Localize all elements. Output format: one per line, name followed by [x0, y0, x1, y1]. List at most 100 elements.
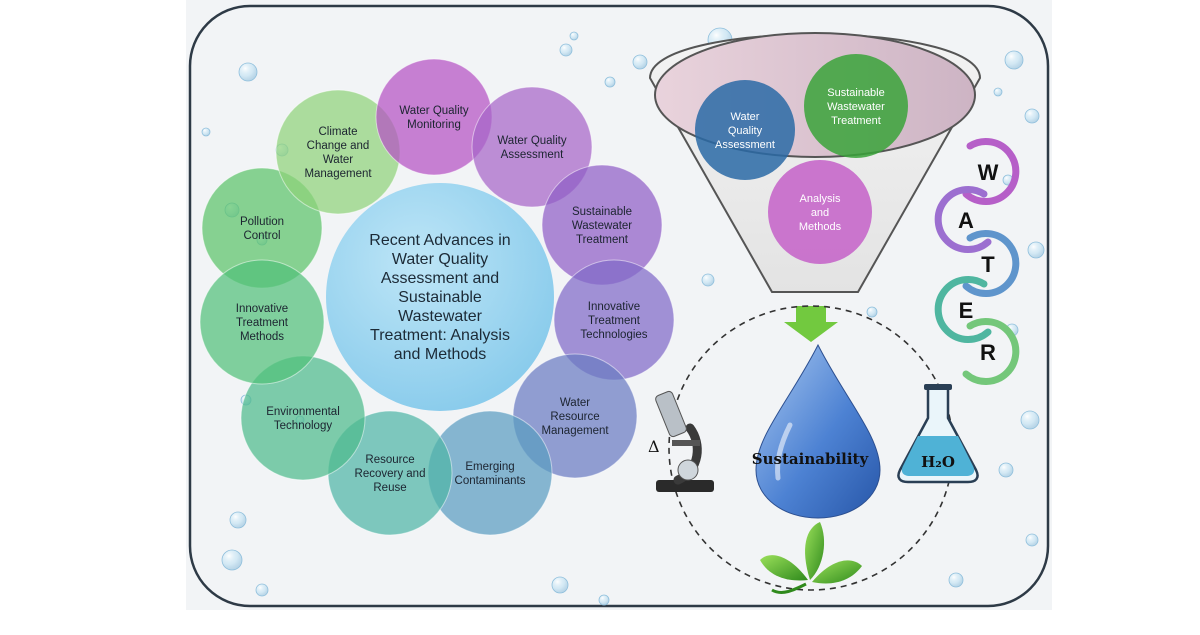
center-title-line: Water Quality	[392, 251, 488, 268]
cycle-arc	[962, 138, 1020, 205]
funnel-label-line: Treatment	[831, 115, 881, 127]
center-title-line: Wastewater	[398, 308, 483, 325]
funnel-label-line: Wastewater	[827, 101, 885, 113]
water-droplet	[632, 54, 648, 70]
topic-label-line: Sustainable	[572, 206, 632, 218]
topic-label-line: Contaminants	[455, 475, 526, 487]
funnel-circle	[768, 160, 872, 264]
water-droplet	[993, 87, 1003, 97]
center-title-line: and Methods	[394, 346, 487, 363]
leaf-sprout-icon	[760, 522, 862, 594]
water-droplet	[948, 572, 964, 588]
topic-label-line: Treatment	[576, 234, 629, 246]
microscope-icon: Δ	[648, 390, 714, 492]
topic-label-line: Pollution	[240, 216, 284, 228]
center-title-line: Assessment and	[381, 270, 499, 287]
funnel-label-line: Quality	[728, 125, 763, 137]
topic-label-line: Water	[323, 154, 353, 166]
funnel-label-line: Assessment	[715, 139, 775, 151]
water-droplet	[1024, 108, 1040, 124]
topic-label-line: Treatment	[588, 315, 641, 327]
down-arrow-icon	[784, 306, 838, 342]
topic-circle	[199, 259, 325, 385]
water-droplet	[255, 583, 269, 597]
water-droplet	[604, 76, 616, 88]
topic-label-line: Recovery and	[355, 468, 426, 480]
rounded-frame	[188, 4, 1050, 608]
topic-label-line: Environmental	[266, 406, 340, 418]
topic-circle	[471, 86, 593, 208]
water-droplet	[229, 511, 247, 529]
water-letter: E	[959, 298, 974, 323]
topic-label-line: Methods	[240, 331, 284, 343]
cycle-arc	[962, 230, 1020, 297]
topic-label-line: Management	[541, 425, 609, 437]
water-letter: T	[981, 252, 995, 277]
topic-label-line: Innovative	[588, 301, 640, 313]
drop-highlight	[775, 422, 793, 481]
funnel-label-line: Methods	[799, 221, 842, 233]
flask-label: H₂O	[921, 453, 955, 471]
topic-label-line: Innovative	[236, 303, 288, 315]
funnel-circle	[804, 54, 908, 158]
topic-label-line: Resource	[550, 411, 599, 423]
center-title-line: Recent Advances in	[369, 232, 510, 249]
topic-label-line: Water Quality	[497, 135, 566, 147]
water-droplet	[551, 576, 569, 594]
water-drop-shape	[755, 343, 881, 519]
center-circle-shape	[326, 183, 554, 411]
water-droplet	[866, 306, 878, 318]
cycle-arc	[962, 318, 1020, 385]
topic-label-line: Wastewater	[572, 220, 632, 232]
topic-label-line: Resource	[365, 454, 414, 466]
water-letter: R	[980, 340, 996, 365]
water-droplet	[201, 127, 211, 137]
water-droplet	[998, 462, 1014, 478]
water-droplet	[569, 31, 579, 41]
topic-label-line: Water Quality	[399, 105, 468, 117]
funnel-circle	[695, 80, 795, 180]
water-droplet	[1020, 410, 1040, 430]
topic-label-line: Control	[243, 230, 280, 242]
center-title-line: Treatment: Analysis	[370, 327, 510, 344]
topic-label-line: Climate	[319, 126, 358, 138]
water-drop: Sustainability	[752, 343, 881, 519]
water-letter: W	[978, 160, 999, 185]
funnel-label-line: Analysis	[800, 193, 841, 205]
cycle-arc	[934, 276, 992, 343]
water-droplet	[701, 273, 715, 287]
topic-label-line: Technology	[274, 420, 332, 432]
water-droplet	[598, 594, 610, 606]
flask-icon: H₂O	[897, 384, 979, 484]
water-droplet	[559, 43, 573, 57]
topic-label-line: Technologies	[580, 329, 647, 341]
water-droplet	[1027, 241, 1045, 259]
funnel-label-line: Water	[731, 111, 760, 123]
funnel-label-line: and	[811, 207, 829, 219]
